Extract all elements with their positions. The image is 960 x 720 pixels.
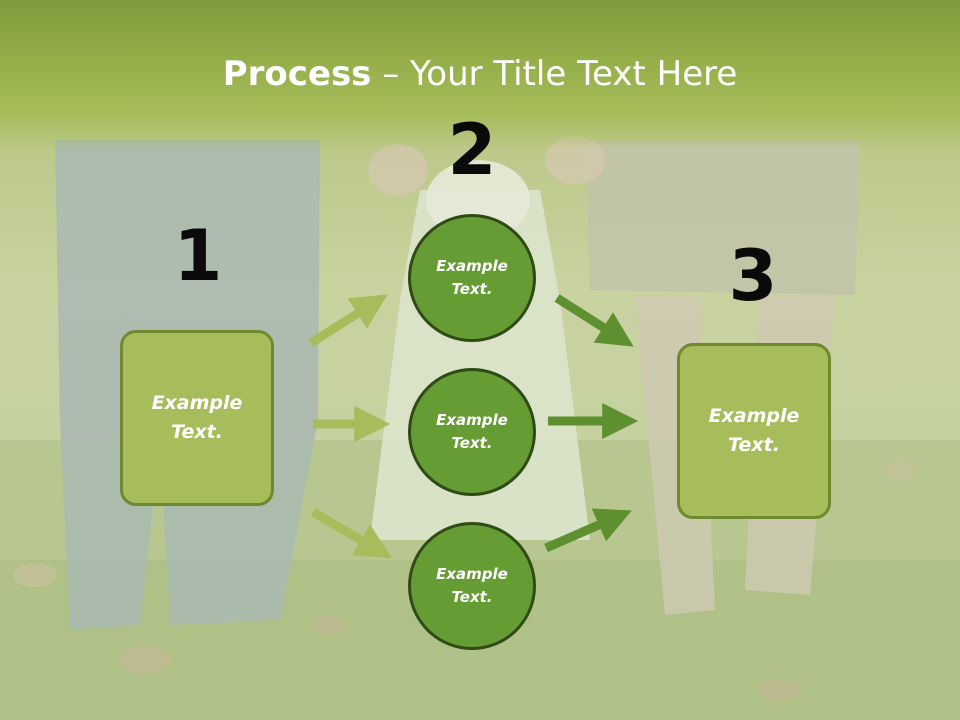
arrow-circle1-to-box3: [554, 294, 634, 347]
step-number-1: 1: [173, 215, 223, 297]
circle-1-label-line1: Example: [436, 257, 508, 275]
step-number-3: 3: [728, 235, 778, 317]
circle-3-label-line1: Example: [436, 565, 508, 583]
step-3-label-line2: Text.: [728, 434, 780, 456]
arrow-box1-to-circle3: [310, 508, 392, 559]
title-rest: – Your Title Text Here: [371, 54, 738, 94]
step-1-box: Example Text.: [120, 330, 274, 506]
circle-3-label-line2: Text.: [451, 588, 493, 606]
title-bold: Process: [222, 54, 372, 94]
step-3-label-line1: Example: [708, 405, 800, 427]
step-number-2: 2: [447, 109, 497, 191]
circle-2-label-line1: Example: [436, 411, 508, 429]
arrow-box1-to-circle1: [308, 294, 388, 347]
slide-title: Process – Your Title Text Here: [0, 52, 960, 96]
step-1-label-line1: Example: [151, 392, 243, 414]
step-2-circle-3: Example Text.: [408, 522, 536, 650]
step-3-box: Example Text.: [677, 343, 831, 519]
step-1-label-line2: Text.: [171, 421, 223, 443]
circle-1-label-line2: Text.: [451, 280, 493, 298]
arrow-circle3-to-box3: [544, 508, 632, 553]
circle-2-label-line2: Text.: [451, 434, 493, 452]
step-2-circle-1: Example Text.: [408, 214, 536, 342]
title-bar: [0, 0, 960, 150]
step-2-circle-2: Example Text.: [408, 368, 536, 496]
